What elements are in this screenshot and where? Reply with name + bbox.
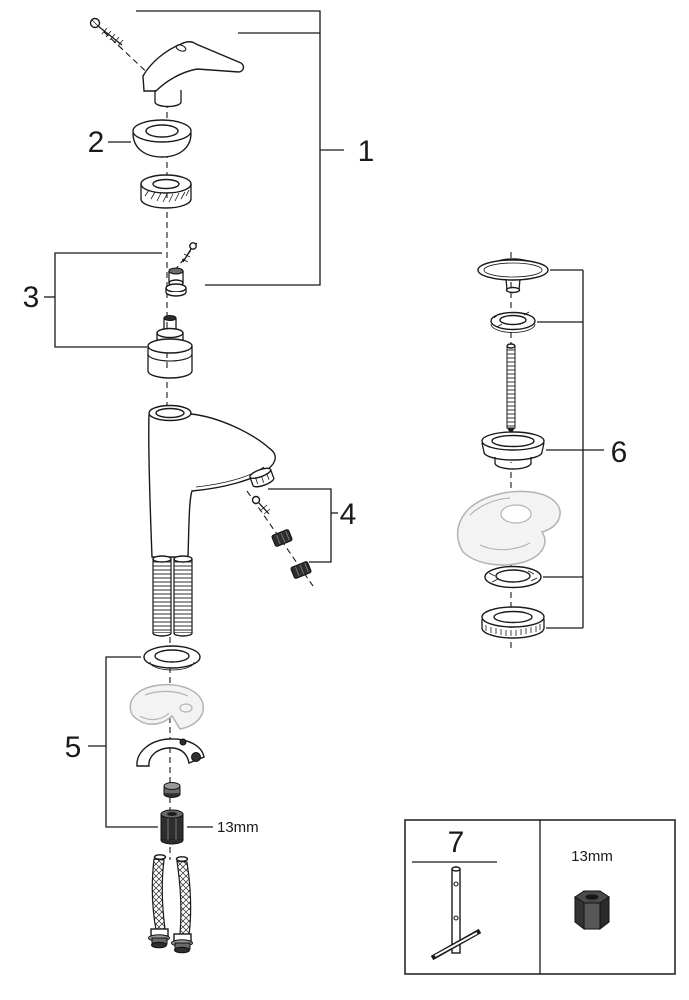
mounting-clamp (136, 738, 205, 767)
retainer-clip-1 (271, 529, 293, 547)
tool-cell: 7 (412, 826, 497, 961)
drain-screw (506, 343, 516, 434)
callout-3-bracket: 3 (23, 252, 162, 348)
drain-pushbutton-cap (477, 258, 549, 294)
callout-5-bracket: 5 (65, 656, 158, 828)
foam-gasket-ghost (129, 683, 204, 730)
installation-tool (430, 866, 482, 961)
small-nut (163, 782, 181, 798)
callout-4-label: 4 (340, 498, 357, 531)
handle-cap-ring (132, 119, 192, 158)
callout-4-bracket: 4 (268, 488, 357, 563)
spout-aerator (249, 467, 275, 488)
handle-screw (89, 17, 124, 47)
callout-1-label: 1 (358, 135, 375, 168)
callout-2-label: 2 (88, 126, 105, 159)
hex-adapter (160, 809, 184, 845)
supply-hose-right (171, 856, 193, 954)
drain-body-ghost (456, 490, 561, 566)
hex-size-annotation: 13mm (187, 819, 259, 836)
threaded-shank (152, 555, 193, 637)
ring-thread-hatch (144, 189, 190, 203)
threaded-mounting-ring (140, 174, 192, 209)
callout-3-label: 3 (23, 281, 40, 314)
cartridge-adapter (165, 267, 187, 297)
retainer-clip-2 (290, 561, 312, 579)
cartridge-screw (181, 242, 197, 263)
drain-washer-bottom (484, 565, 542, 589)
set-screw (251, 495, 271, 515)
hex-nut-cell: 13mm (571, 848, 613, 931)
callout-5-label: 5 (65, 731, 82, 764)
faucet-body (148, 404, 276, 558)
hex-size-inline-label: 13mm (217, 819, 259, 836)
supply-hose-left (148, 854, 170, 949)
hex-size-box-label: 13mm (571, 848, 613, 865)
lever-handle (142, 41, 245, 108)
drain-washer-top (490, 311, 536, 333)
callout-6-bracket: 6 (537, 269, 628, 629)
parts-box: 7 13mm (404, 819, 676, 975)
callout-6-label: 6 (611, 436, 628, 469)
callout-2: 2 (88, 126, 131, 159)
callout-7-label: 7 (448, 826, 465, 859)
callout-1-bracket (136, 10, 344, 286)
drain-flange (481, 431, 545, 470)
nut-knurl (485, 624, 541, 636)
hex-nut-13mm (574, 890, 610, 931)
cartridge (147, 315, 193, 379)
base-gasket-ring (143, 645, 201, 671)
drain-nut (481, 606, 545, 639)
